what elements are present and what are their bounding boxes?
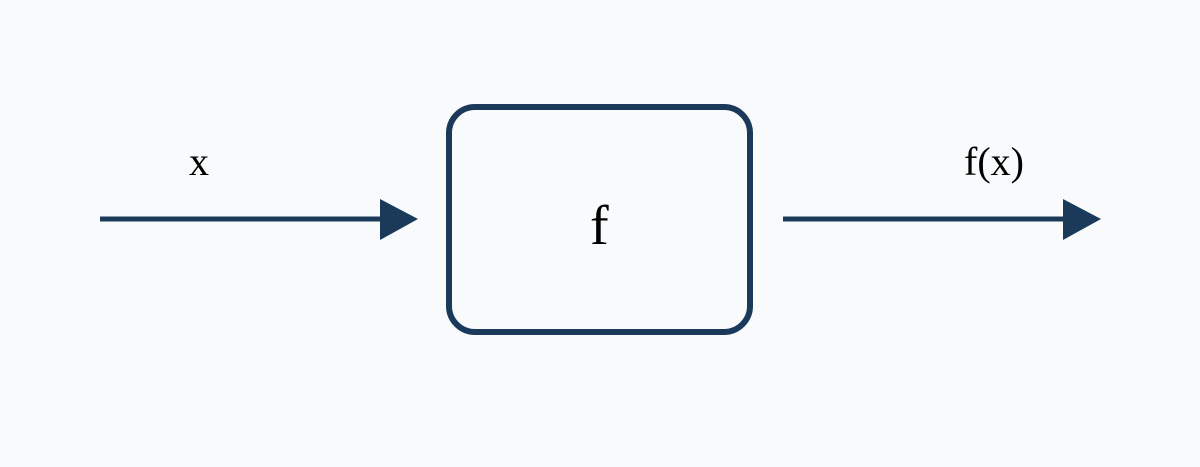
function-label: f bbox=[590, 195, 609, 257]
input-arrow bbox=[100, 199, 418, 240]
output-arrow-head bbox=[1063, 199, 1101, 240]
input-arrow-head bbox=[380, 199, 418, 240]
function-box bbox=[446, 104, 753, 335]
output-label: f(x) bbox=[964, 139, 1024, 184]
output-arrow bbox=[783, 199, 1101, 240]
input-label: x bbox=[189, 139, 209, 184]
